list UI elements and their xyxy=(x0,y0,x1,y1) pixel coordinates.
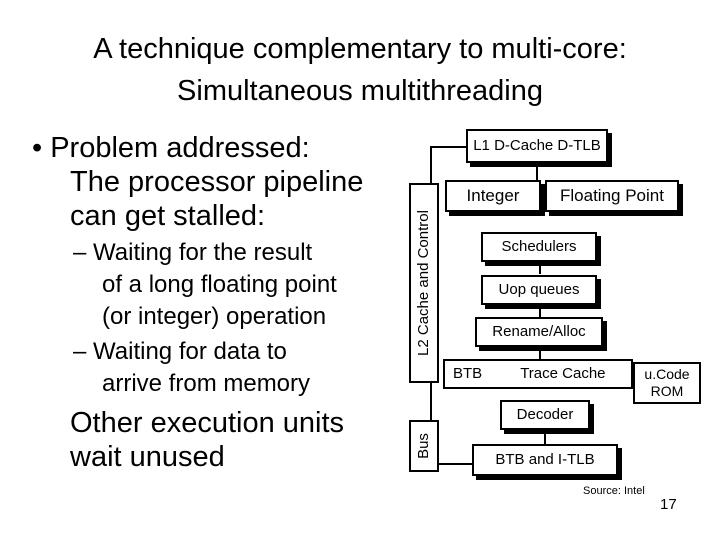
other-units-line1: Other execution units xyxy=(70,407,345,439)
btb-itlb-label: BTB and I-TLB xyxy=(495,451,595,468)
bus-box: Bus xyxy=(409,420,439,472)
integer-unit-label: Integer xyxy=(466,186,520,205)
sub-bullet1-line3: (or integer) operation xyxy=(102,303,327,330)
source-note: Source: Intel xyxy=(583,485,645,497)
page-number: 17 xyxy=(660,496,677,513)
ucode-rom-box: u.Code ROM xyxy=(633,362,701,404)
ucode-rom-label-line1: u.Code xyxy=(644,366,690,382)
sub-bullet2-line1: – Waiting for data to xyxy=(73,338,287,365)
sub-bullet1-line2: of a long floating point xyxy=(102,271,337,298)
ucode-rom-label-line2: ROM xyxy=(650,383,684,399)
integer-unit-box: Integer xyxy=(445,180,541,212)
decoder-label: Decoder xyxy=(516,406,574,423)
uop-queues-box: Uop queues xyxy=(481,275,597,305)
slide-title-line1: A technique complementary to multi-core: xyxy=(93,33,627,65)
connector-btb-itlb xyxy=(430,463,472,465)
trace-cache-label: Trace Cache xyxy=(520,365,606,382)
bullet-problem-line1: • Problem addressed: xyxy=(32,132,310,164)
rename-alloc-box: Rename/Alloc xyxy=(475,317,603,347)
connector-l1 xyxy=(430,146,470,148)
l2-cache-label: L2 Cache and Control xyxy=(415,210,432,356)
connector-decoder-btb xyxy=(544,427,546,447)
bullet-problem-line2: The processor pipeline xyxy=(70,166,364,198)
floating-point-unit-label: Floating Point xyxy=(560,186,664,205)
connector-uop-rename xyxy=(539,304,541,318)
sub-bullet1-line1: – Waiting for the result xyxy=(73,239,313,266)
decoder-box: Decoder xyxy=(500,400,590,430)
other-units-line2: wait unused xyxy=(70,441,225,473)
slide-title-line2: Simultaneous multithreading xyxy=(177,75,543,107)
floating-point-unit-box: Floating Point xyxy=(545,180,679,212)
btb-label: BTB xyxy=(453,365,483,382)
schedulers-box: Schedulers xyxy=(481,232,597,262)
rename-alloc-label: Rename/Alloc xyxy=(492,323,586,340)
l2-cache-box: L2 Cache and Control xyxy=(409,183,439,383)
bus-label: Bus xyxy=(415,433,432,459)
uop-queues-label: Uop queues xyxy=(498,281,580,298)
trace-cache-box: BTB Trace Cache xyxy=(443,359,633,389)
connector-rename-trace xyxy=(539,346,541,360)
l1-dcache-dtlb-box: L1 D-Cache D-TLB xyxy=(466,129,608,163)
schedulers-label: Schedulers xyxy=(501,238,577,255)
sub-bullet2-line2: arrive from memory xyxy=(102,370,311,397)
bullet-problem-line3: can get stalled: xyxy=(70,200,266,232)
connector-l1-execution xyxy=(536,162,538,182)
connector-schedulers-uop xyxy=(539,260,541,274)
l1-dcache-dtlb-label: L1 D-Cache D-TLB xyxy=(473,137,601,154)
btb-itlb-box: BTB and I-TLB xyxy=(472,444,618,476)
